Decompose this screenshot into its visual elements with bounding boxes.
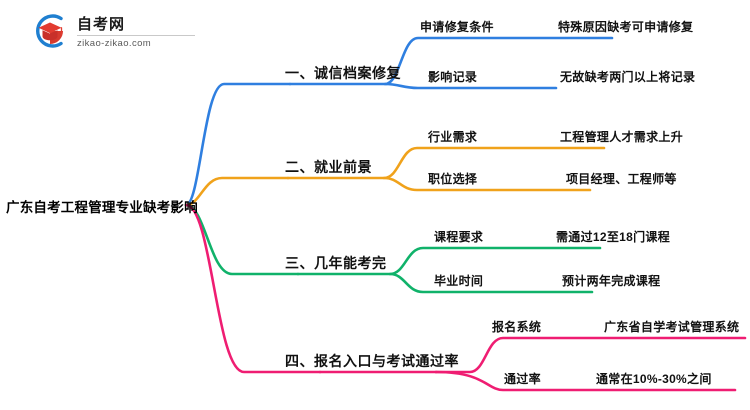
branch-2-child-1-detail[interactable]: 工程管理人才需求上升 [560,130,684,144]
graduation-cap-icon [30,11,70,51]
branch-2-child-2[interactable]: 职位选择 [428,172,478,186]
connector-root-branch-4 [184,203,322,374]
connector-branch-4-fork [434,336,747,374]
branch-4-child-2[interactable]: 通过率 [504,372,541,386]
site-logo: 自考网 zikao-zikao.com [30,11,195,51]
branch-3-child-2[interactable]: 毕业时间 [434,274,484,288]
branch-1-child-2[interactable]: 影响记录 [428,70,478,84]
branch-3-child-1-detail[interactable]: 需通过12至18门课程 [556,230,670,244]
branch-1-child-2-detail[interactable]: 无故缺考两门以上将记录 [560,70,696,84]
branch-node-1[interactable]: 一、诚信档案修复 [285,65,401,81]
logo-domain: zikao-zikao.com [77,37,152,49]
connector-root-branch-3 [184,203,300,276]
branch-node-3[interactable]: 三、几年能考完 [285,255,387,271]
connector-root-branch-2 [184,176,290,207]
branch-3-child-2-detail[interactable]: 预计两年完成课程 [562,274,661,288]
branch-2-child-2-detail[interactable]: 项目经理、工程师等 [566,172,677,186]
logo-name: 自考网 [77,15,126,33]
branch-node-2[interactable]: 二、就业前景 [285,159,372,175]
branch-4-child-1[interactable]: 报名系统 [492,320,542,334]
connector-root-branch-1 [184,82,292,207]
branch-1-child-1[interactable]: 申请修复条件 [420,20,494,34]
branch-1-child-1-detail[interactable]: 特殊原因缺考可申请修复 [558,20,694,34]
logo-divider [77,34,195,36]
branch-4-child-1-detail[interactable]: 广东省自学考试管理系统 [604,320,740,334]
mindmap-root-node[interactable]: 广东自考工程管理专业缺考影响 [6,200,198,215]
branch-node-4[interactable]: 四、报名入口与考试通过率 [285,353,459,369]
branch-2-child-1[interactable]: 行业需求 [428,130,478,144]
branch-4-child-2-detail[interactable]: 通常在10%-30%之间 [596,372,712,386]
branch-3-child-1[interactable]: 课程要求 [434,230,484,244]
connector-branch-2-child-2 [382,176,592,192]
